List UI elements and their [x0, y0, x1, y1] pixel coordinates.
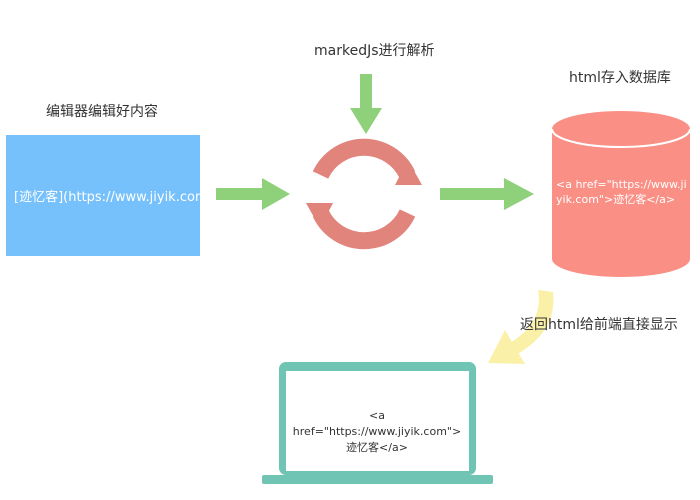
editor-content: [迹忆客](https://www.jiyik.com)	[14, 190, 213, 205]
return-label: 返回html给前端直接显示	[520, 317, 678, 333]
arrow-parser-to-database	[440, 178, 534, 210]
return-arrow	[488, 290, 554, 364]
arrow-editor-to-parser	[216, 178, 290, 210]
database-icon	[551, 111, 691, 277]
laptop-icon	[262, 362, 493, 484]
laptop-screen-content: <a href="https://www.jiyik.com"> 迹忆客</a>	[287, 408, 467, 456]
editor-box: [迹忆客](https://www.jiyik.com)	[6, 135, 213, 256]
editor-title: 编辑器编辑好内容	[46, 104, 158, 120]
arrow-down-to-parser	[350, 74, 382, 134]
database-title: html存入数据库	[569, 70, 671, 86]
screen-line-2: 迹忆客</a>	[346, 441, 408, 454]
screen-line-1: <a href="https://www.jiyik.com">	[292, 409, 462, 438]
refresh-icon	[312, 138, 416, 250]
refresh-arrowheads	[306, 160, 422, 228]
database-content: <a href="https://www.jiyik.com">迹忆客</a>	[556, 178, 687, 206]
parser-title: markedJs进行解析	[314, 43, 435, 59]
